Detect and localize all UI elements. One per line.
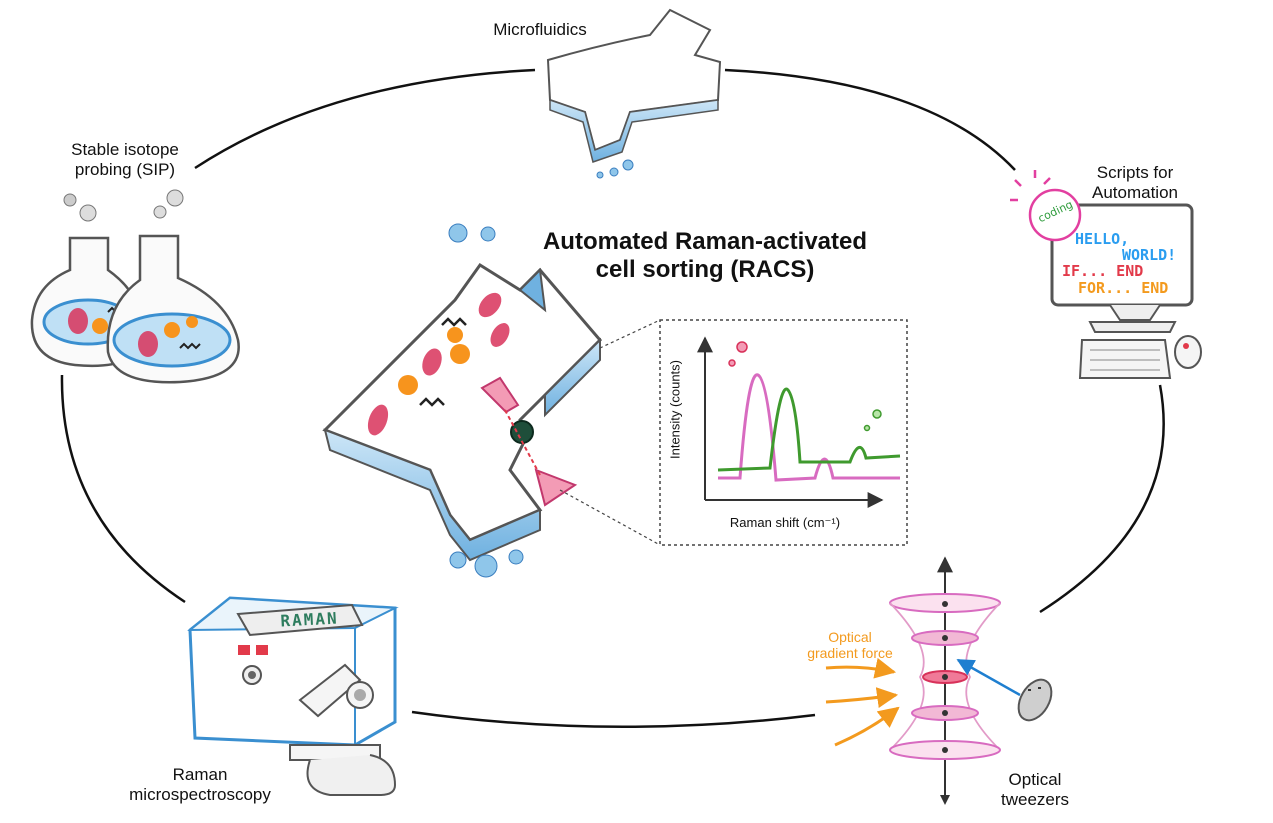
main-title: Automated Raman-activated cell sorting (… bbox=[505, 228, 905, 284]
sip-label-line2: probing (SIP) bbox=[74, 160, 176, 179]
raman-microscope-icon bbox=[187, 596, 399, 796]
racs-chip-icon bbox=[322, 223, 603, 578]
scripts-label: Scripts for Automation bbox=[1070, 163, 1200, 203]
raman-microscopy-label-line2: microspectroscopy bbox=[129, 785, 271, 804]
cycle-arcs bbox=[60, 68, 1165, 729]
screen-line-hello: HELLO, bbox=[1075, 230, 1130, 248]
gradient-force-label: Optical gradient force bbox=[790, 629, 910, 661]
computer-icon bbox=[1010, 170, 1202, 379]
scripts-label-line2: Automation bbox=[1092, 183, 1178, 202]
screen-line-for: FOR... END bbox=[1078, 279, 1169, 297]
optical-tweezers-label-line2: tweezers bbox=[1000, 790, 1070, 809]
raman-microscopy-label-line1: Raman bbox=[172, 765, 228, 784]
sip-label-line1: Stable isotope bbox=[71, 140, 179, 159]
scripts-label-line1: Scripts for bbox=[1096, 163, 1174, 182]
main-title-line2: cell sorting (RACS) bbox=[595, 256, 815, 283]
main-title-line1: Automated Raman-activated bbox=[542, 228, 868, 255]
gradient-force-label-line2: gradient force bbox=[807, 645, 893, 661]
spectrum-ylabel: Intensity (counts) bbox=[667, 360, 683, 459]
screen-line-world: WORLD! bbox=[1122, 246, 1177, 264]
spectrum-xlabel: Raman shift (cm⁻¹) bbox=[729, 515, 841, 530]
raman-microscopy-label: Raman microspectroscopy bbox=[110, 765, 290, 805]
gradient-force-label-line1: Optical bbox=[828, 629, 872, 645]
screen-line-if: IF... END bbox=[1062, 262, 1144, 280]
microfluidics-chip-icon bbox=[546, 8, 722, 179]
spectrum-inset bbox=[559, 319, 908, 546]
flask-icon bbox=[30, 189, 240, 384]
optical-tweezers-label-line1: Optical bbox=[1008, 770, 1062, 789]
microfluidics-label: Microfluidics bbox=[493, 20, 587, 39]
sip-label: Stable isotope probing (SIP) bbox=[40, 140, 210, 180]
optical-tweezers-icon bbox=[825, 556, 1053, 805]
optical-tweezers-label: Optical tweezers bbox=[975, 770, 1095, 810]
